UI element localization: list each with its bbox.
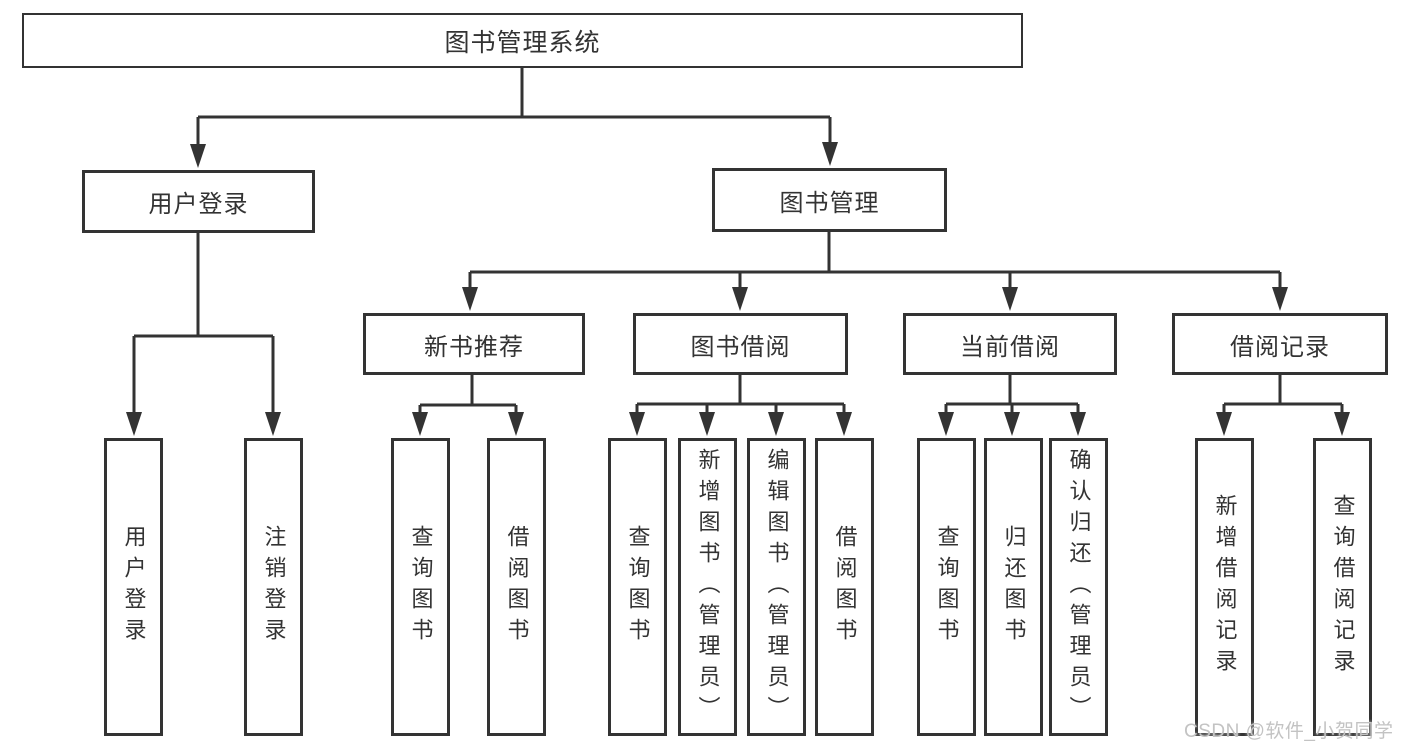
leaf-edit-books-admin: 编辑图书（管理员） [747, 438, 806, 736]
node-label: 新增借阅记录 [1212, 494, 1238, 680]
leaf-add-books-admin: 新增图书（管理员） [678, 438, 737, 736]
node-label: 新增图书（管理员） [695, 447, 721, 727]
node-user-login: 用户登录 [82, 170, 315, 233]
node-label: 查询图书 [625, 525, 651, 649]
leaf-return-books: 归还图书 [984, 438, 1043, 736]
node-label: 用户登录 [148, 191, 249, 218]
leaf-borrow-books: 借阅图书 [815, 438, 874, 736]
node-label: 借阅图书 [832, 525, 858, 649]
node-new-book-recommendation: 新书推荐 [363, 313, 585, 375]
leaf-query-borrow-record: 查询借阅记录 [1313, 438, 1372, 736]
leaf-borrow-books-recommend: 借阅图书 [487, 438, 546, 736]
node-book-management: 图书管理 [712, 168, 947, 232]
node-label: 确认归还（管理员） [1066, 447, 1092, 727]
node-label: 查询图书 [934, 525, 960, 649]
node-label: 查询借阅记录 [1330, 494, 1356, 680]
csdn-watermark: CSDN @软件_小贺同学 [1184, 721, 1394, 742]
node-label: 当前借阅 [960, 333, 1060, 361]
node-label: 借阅记录 [1230, 333, 1330, 361]
node-borrowing-records: 借阅记录 [1172, 313, 1388, 375]
node-label: 图书管理系统 [444, 28, 601, 57]
node-library-management-system: 图书管理系统 [22, 13, 1023, 68]
leaf-user-login: 用户登录 [104, 438, 163, 736]
node-label: 借阅图书 [504, 525, 530, 649]
node-label: 图书借阅 [690, 333, 791, 361]
leaf-query-books-current: 查询图书 [917, 438, 976, 736]
node-label: 注销登录 [261, 525, 287, 649]
leaf-confirm-return-admin: 确认归还（管理员） [1049, 438, 1108, 736]
leaf-query-books-recommend: 查询图书 [391, 438, 450, 736]
node-label: 编辑图书（管理员） [764, 447, 790, 727]
node-book-borrowing: 图书借阅 [633, 313, 848, 375]
leaf-query-books-borrowing: 查询图书 [608, 438, 667, 736]
leaf-add-borrow-record: 新增借阅记录 [1195, 438, 1254, 736]
node-label: 新书推荐 [424, 333, 524, 361]
node-current-borrowing: 当前借阅 [903, 313, 1117, 375]
node-label: 用户登录 [121, 525, 147, 649]
node-label: 归还图书 [1001, 525, 1027, 649]
leaf-logout: 注销登录 [244, 438, 303, 736]
node-label: 查询图书 [408, 525, 434, 649]
node-label: 图书管理 [779, 189, 880, 217]
